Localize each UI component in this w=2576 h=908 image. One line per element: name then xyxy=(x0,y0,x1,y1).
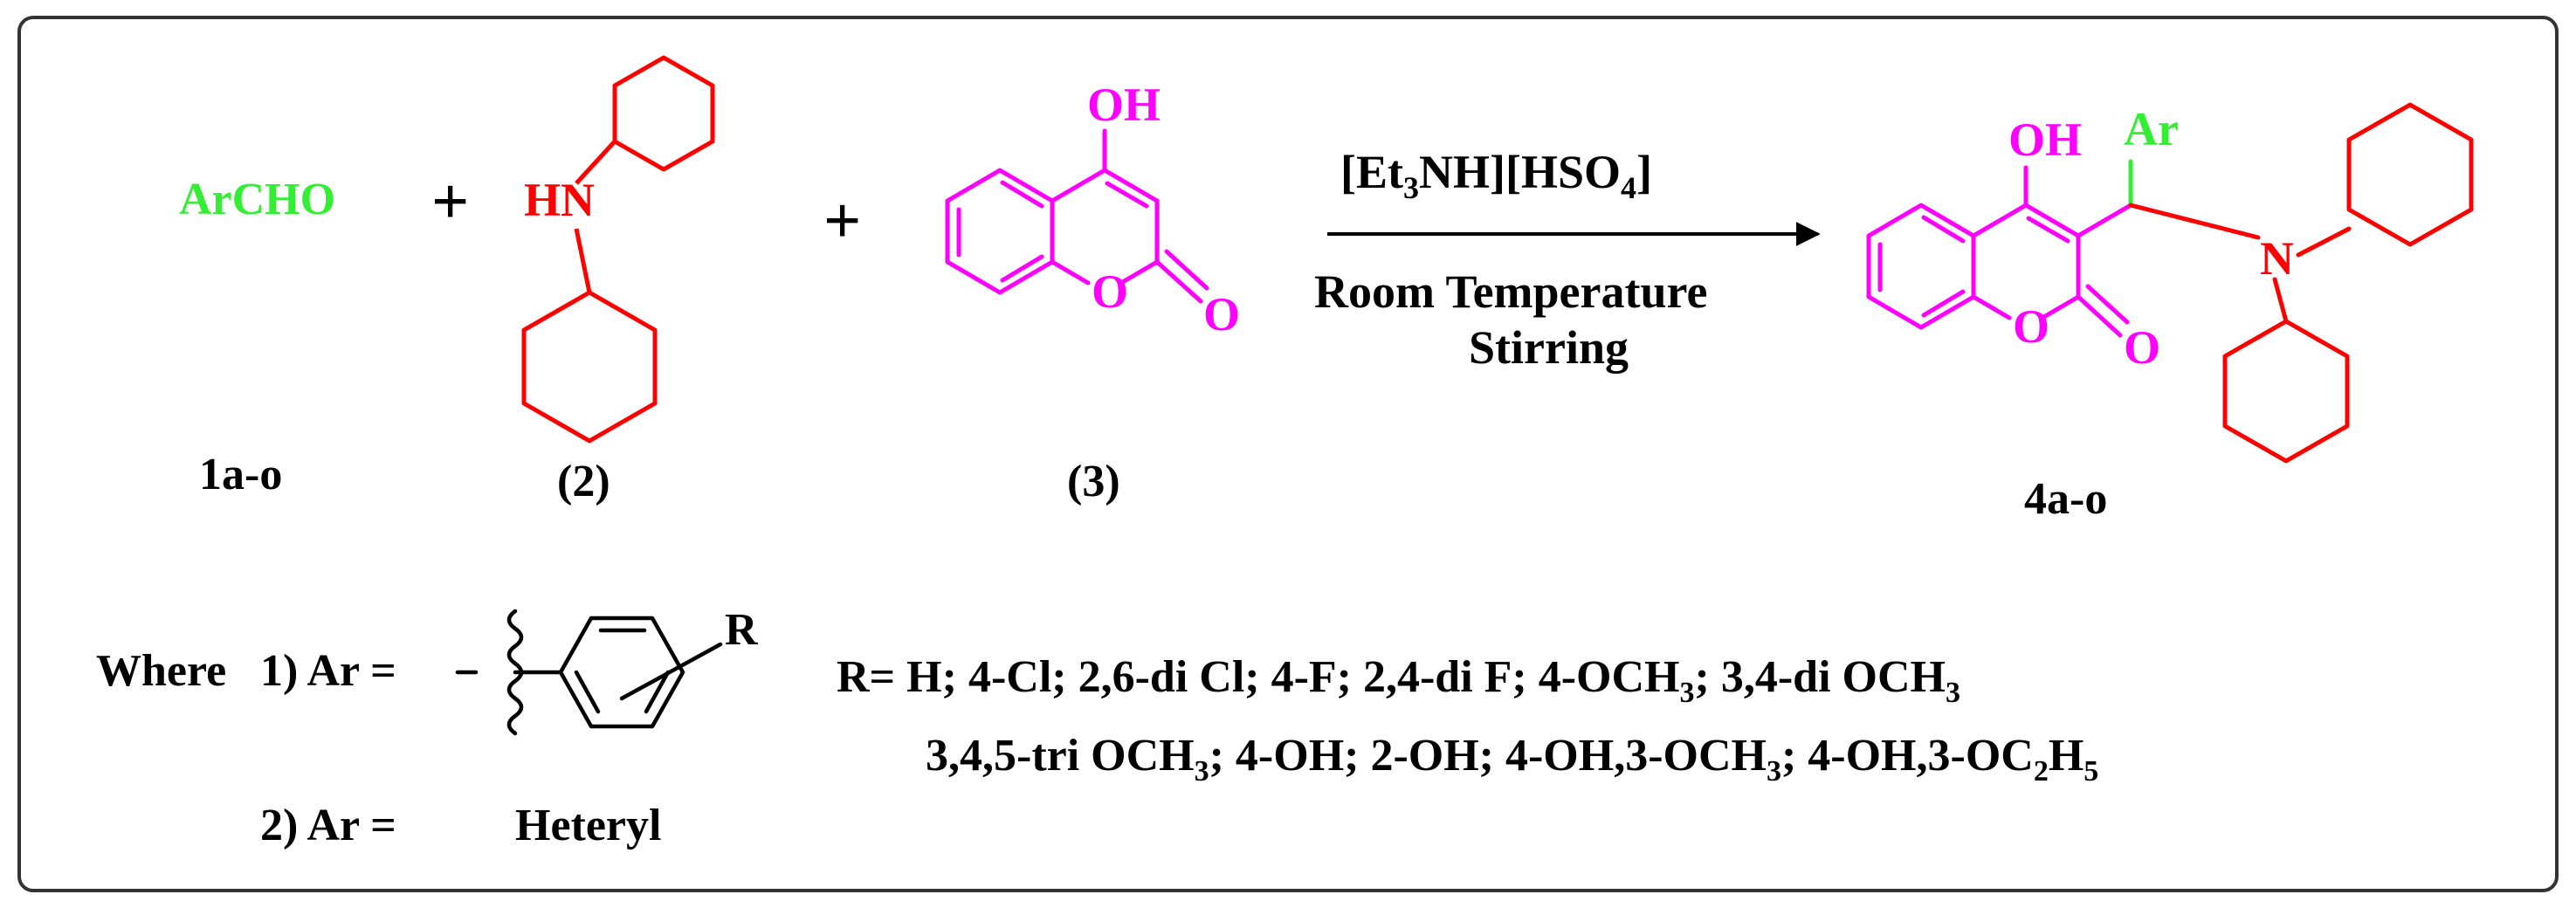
product-bond-c3-ch xyxy=(2076,203,2133,238)
product-carbonyl-o: O xyxy=(2124,321,2160,374)
legend-r-symbol: R xyxy=(725,605,759,655)
amine-label: (2) xyxy=(557,457,610,506)
product-bond-n-ring-lower xyxy=(2272,277,2289,324)
product-bond-c8a-o1 xyxy=(1971,294,2012,320)
phenyl-double-3 xyxy=(574,670,601,714)
product-n: N xyxy=(2260,232,2294,285)
r-groups-line-2: 3,4,5-tri OCH3; 4-OH; 2-OH; 4-OH,3-OCH3;… xyxy=(926,731,2098,788)
condition-line-2: Stirring xyxy=(1469,321,1629,374)
aldehyde-label: 1a-o xyxy=(199,450,282,499)
legend-heteryl: Heteryl xyxy=(515,801,661,850)
product-bond-c2-carbonyl-double xyxy=(2085,284,2130,325)
coumarin-benzo-ring xyxy=(945,168,1055,295)
legend-item-1: 1) Ar = xyxy=(260,646,396,696)
catalyst-text: [Et3NH][HSO4] xyxy=(1340,146,1652,205)
bond-c2-carbonyl xyxy=(1154,259,1203,304)
product-coumarin-core xyxy=(1866,165,2133,338)
product-amine-part xyxy=(2128,102,2474,464)
amine-hn: HN xyxy=(524,174,595,226)
phenyl-ring xyxy=(558,616,685,729)
coumarin-ring-o: O xyxy=(1092,265,1128,318)
condition-line-1: Room Temperature xyxy=(1314,265,1707,318)
product-oh: OH xyxy=(2008,114,2082,166)
phenyl-double-2 xyxy=(644,670,671,714)
product-benzo-ring xyxy=(1866,203,1976,330)
coumarin-oh: OH xyxy=(1087,79,1161,131)
product-bond-o1-c2 xyxy=(2040,294,2081,320)
dicyclohexylamine-structure xyxy=(521,55,715,444)
r-groups-line-1: R= H; 4-Cl; 2,6-di Cl; 4-F; 2,4-di F; 4-… xyxy=(837,652,1960,709)
product-ar: Ar xyxy=(2124,103,2179,155)
plus-sign-2: + xyxy=(823,184,861,258)
product-bond-ch-n xyxy=(2128,203,2261,240)
bond-c2-carbonyl-double xyxy=(1164,249,1209,291)
product-ring-o: O xyxy=(2013,300,2049,353)
product-bond-c4-c3 xyxy=(2023,203,2081,238)
bond-n-ring-lower xyxy=(574,228,592,293)
product-bond-c2-carbonyl xyxy=(2076,294,2123,338)
product-bond-c4-c3-double xyxy=(2026,216,2070,244)
product-bond-n-ring-right xyxy=(2296,226,2352,258)
bond-n-ring-upper xyxy=(575,140,616,185)
product-label: 4a-o xyxy=(2024,474,2107,524)
benzo-double-2 xyxy=(1000,180,1044,209)
bond-c4-c3 xyxy=(1102,168,1160,203)
bond-o1-c2 xyxy=(1119,259,1160,285)
product-benzo-double-2 xyxy=(1921,215,1966,244)
legend-item-2: 2) Ar = xyxy=(260,801,396,850)
aldehyde-formula: ArCHO xyxy=(179,175,335,224)
phenyl-r-bond xyxy=(619,642,723,701)
product-bond-c4a-c4 xyxy=(1971,203,2028,238)
bond-c4a-c4 xyxy=(1050,168,1107,203)
product-cyclohexyl-right xyxy=(2346,102,2474,247)
coumarin-label: (3) xyxy=(1067,457,1120,506)
legend-where: Where xyxy=(96,646,226,696)
product-benzo-double-3 xyxy=(1921,289,1966,318)
hydroxycoumarin-structure xyxy=(945,128,1209,304)
benzo-double-3 xyxy=(1000,254,1044,283)
aryl-substituent-structure xyxy=(455,609,723,736)
plus-sign-1: + xyxy=(431,165,469,238)
scheme-frame xyxy=(17,16,2559,892)
bond-c4-c3-double xyxy=(1105,181,1149,209)
cyclohexyl-ring-upper xyxy=(612,55,715,172)
product-cyclohexyl-lower xyxy=(2222,319,2350,464)
coumarin-carbonyl-o: O xyxy=(1203,288,1240,340)
cyclohexyl-ring-lower xyxy=(521,290,658,444)
bond-c8a-o1 xyxy=(1050,259,1091,285)
